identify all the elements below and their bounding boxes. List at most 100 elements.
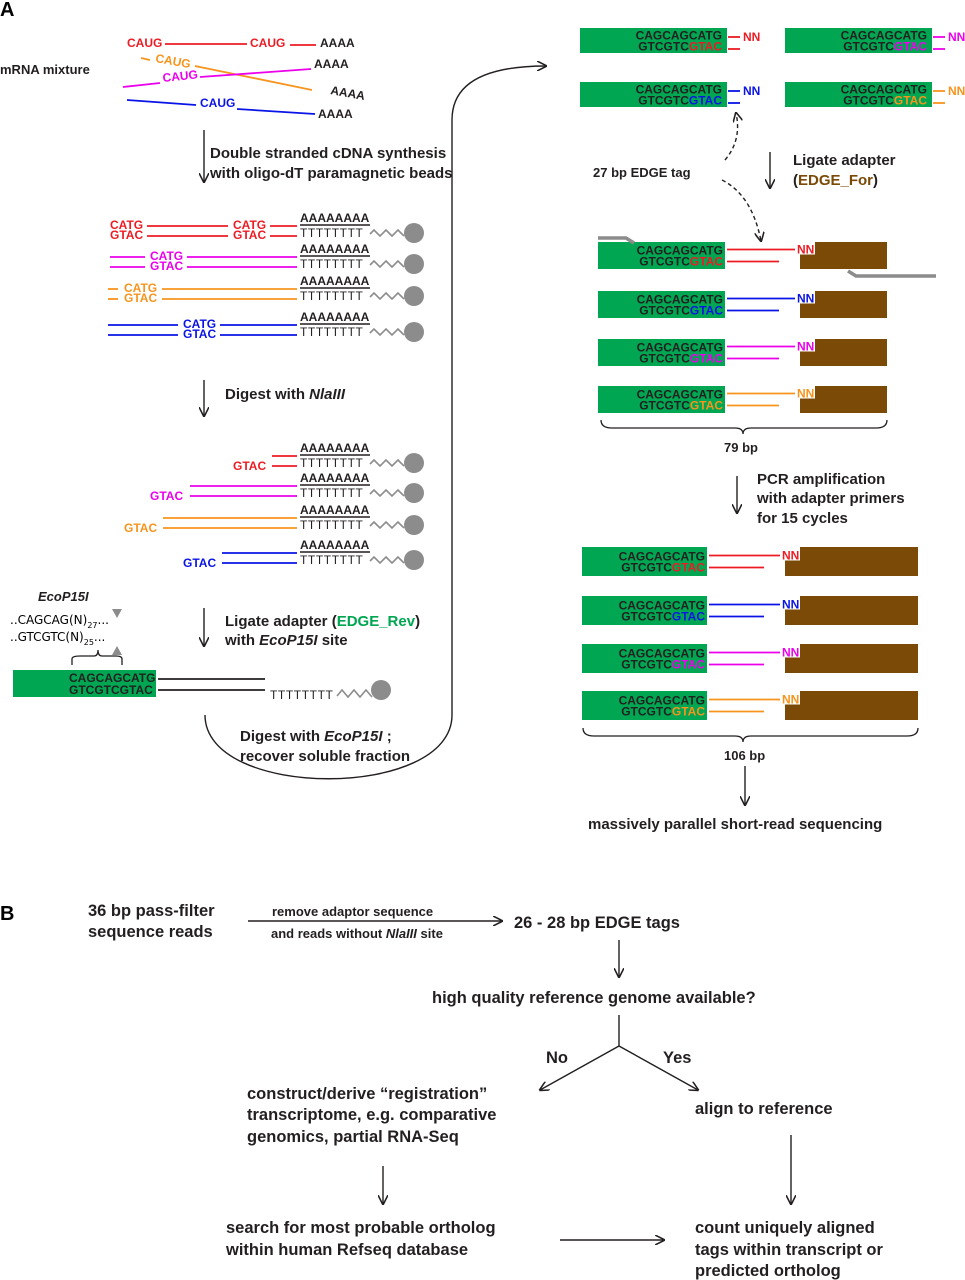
sequence-label: GTAC xyxy=(150,259,183,273)
reads-line1: 36 bp pass-filter xyxy=(88,902,215,920)
adapter-top-seq: CAGCAGCATG xyxy=(841,83,927,97)
adapter-top-seq: CAGCAGCATG xyxy=(619,599,705,613)
adapter-bottom-seq: GTCGTCGTAC xyxy=(843,40,927,54)
nn-label: NN xyxy=(782,646,799,660)
codon-label: CAUG xyxy=(127,36,162,50)
adapter-bottom-seq: GTCGTCGTAC xyxy=(638,40,722,54)
cut-marker-bottom xyxy=(112,646,122,655)
overhang-seq: GTAC xyxy=(672,561,705,575)
cdna-molecules: CATGGTACCATGGTACAAAAAAAATTTTTTTTCATGGTAC… xyxy=(108,211,424,342)
sequence-label: CAGCAGCATG xyxy=(69,671,155,685)
nn-label: NN xyxy=(782,598,799,612)
overhang-seq: GTAC xyxy=(672,705,705,719)
search-line2: within human Refseq database xyxy=(225,1241,468,1259)
filter-line1: remove adaptor sequence xyxy=(272,904,433,919)
polyT-label: TTTTTTTT xyxy=(300,486,364,500)
polyT-label: TTTTTTTT xyxy=(300,257,364,271)
polyA-label: AAAAAAAA xyxy=(300,538,370,552)
step7-label: massively parallel short-read sequencing xyxy=(588,816,882,833)
step2-label: Digest with NlaIII xyxy=(225,386,346,403)
sequence-label: GTAC xyxy=(183,556,216,570)
step5-line1: Ligate adapter xyxy=(793,152,896,169)
nn-label: NN xyxy=(948,84,965,98)
no-branch-line3: genomics, partial RNA-Seq xyxy=(247,1128,459,1146)
mrna-strand xyxy=(122,82,161,88)
adapter-top-seq: CAGCAGCATG xyxy=(637,244,723,258)
polyA-label: AAAA xyxy=(329,83,366,103)
adapter-bottom-seq: GTCGTC xyxy=(639,255,690,269)
polyT-label: TTTTTTTT xyxy=(300,456,364,470)
edge-rev-adapter xyxy=(580,82,727,107)
overhang-seq: GTAC xyxy=(690,255,723,269)
adapter-bottom-seq: GTCGTC xyxy=(843,40,894,54)
count-line1: count uniquely aligned xyxy=(695,1219,875,1237)
adapter-bottom-seq: GTCGTC xyxy=(69,683,120,697)
yes-branch-arrow xyxy=(618,1045,698,1090)
amplified-molecules: CAGCAGCATGGTCGTCGTACNNCAGCAGCATGGTCGTCGT… xyxy=(582,547,918,720)
nn-label: NN xyxy=(743,30,760,44)
reverse-primer xyxy=(847,269,936,278)
polyA-label: AAAAAAAA xyxy=(300,503,370,517)
codon-label: CAUG xyxy=(250,36,285,50)
polyT-label: TTTTTTTT xyxy=(300,518,364,532)
adapter-bottom-seq: GTCGTC xyxy=(621,658,672,672)
polyA-label: AAAA xyxy=(314,57,349,71)
sequence-label: CATG xyxy=(233,218,266,232)
reads-line2: sequence reads xyxy=(88,923,213,941)
linker-zigzag xyxy=(369,488,405,498)
linker-zigzag xyxy=(369,259,405,269)
step5-line2: (EDGE_For) xyxy=(793,172,878,189)
enzyme-title: EcoP15I xyxy=(38,589,89,604)
flow-curve-arrow xyxy=(204,66,546,780)
polyA-label: AAAAAAAA xyxy=(300,274,370,288)
polyA-label: AAAAAAAA xyxy=(300,471,370,485)
adapter-bottom-seq: GTCGTC xyxy=(639,352,690,366)
sequence-label: GTAC xyxy=(233,228,266,242)
overhang-seq: GTAC xyxy=(690,352,723,366)
ligated-for-adapter-molecules: CAGCAGCATGGTCGTCGTACNNCAGCAGCATGGTCGTCGT… xyxy=(598,242,887,413)
sequence-label: GTAC xyxy=(124,291,157,305)
adapter-bottom-seq: GTCGTCGTAC xyxy=(621,705,705,719)
overhang-seq: GTAC xyxy=(894,40,927,54)
edge-for-adapter xyxy=(785,596,918,625)
polyA-label: AAAA xyxy=(318,107,353,121)
adapter-top-seq: CAGCAGCATG xyxy=(636,83,722,97)
linker-zigzag xyxy=(369,520,405,530)
nn-label: NN xyxy=(743,84,760,98)
sequence-label: CATG xyxy=(150,249,183,263)
edge-for-adapter xyxy=(785,547,918,576)
linker-zigzag xyxy=(369,228,405,238)
mrna-strand xyxy=(199,68,312,78)
sequence-label: GTAC xyxy=(124,521,157,535)
adapter-bottom-seq: GTCGTC xyxy=(843,94,894,108)
adapter-overhang-seq: GTAC xyxy=(120,683,153,697)
sequence-label: GTCGTCGTAC xyxy=(69,683,153,697)
length-106bp: 106 bp xyxy=(724,748,765,763)
nn-label: NN xyxy=(782,549,799,563)
no-branch-arrow xyxy=(540,1045,620,1090)
adapter-top-seq: CAGCAGCATG xyxy=(637,388,723,402)
no-branch-line1: construct/derive “registration” xyxy=(247,1085,487,1103)
nn-label: NN xyxy=(948,30,965,44)
overhang-seq: GTAC xyxy=(690,304,723,318)
reference-question: high quality reference genome available? xyxy=(432,989,756,1007)
polyT-label: TTTTTTTT xyxy=(300,289,364,303)
polyA-label: AAAAAAAA xyxy=(300,211,370,225)
edge-rev-adapter xyxy=(582,644,707,673)
adapter-bottom-seq: GTCGTCGTAC xyxy=(639,255,723,269)
step4-line2: recover soluble fraction xyxy=(240,748,410,765)
edge-for-adapter xyxy=(785,644,918,673)
paramagnetic-bead xyxy=(404,254,424,274)
linker-zigzag xyxy=(369,555,405,565)
linker-zigzag xyxy=(369,458,405,468)
